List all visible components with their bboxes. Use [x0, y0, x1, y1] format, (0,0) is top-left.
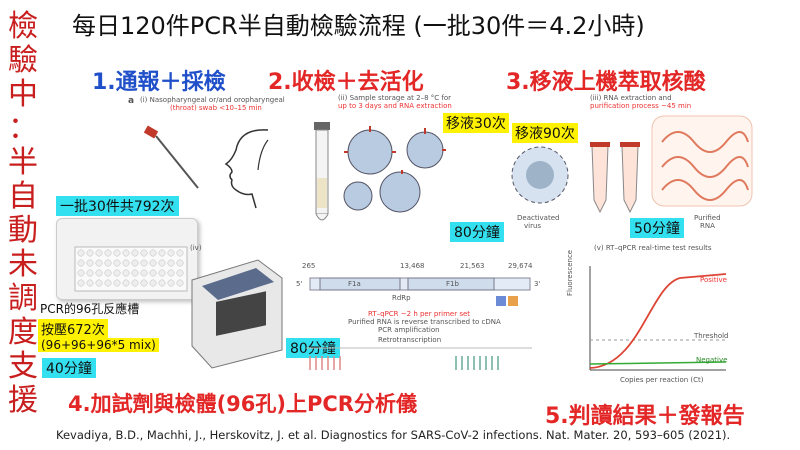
sample-tube-icon	[314, 122, 330, 221]
plot-y-label: Fluorescence	[566, 249, 574, 296]
caption-extraction: (iii) RNA extraction and	[590, 94, 672, 102]
rt-qpcr-caption: RT–qPCR ~2 h per primer set	[368, 310, 471, 318]
time-50-badge: 50分鐘	[630, 218, 684, 238]
pipette-90-badge: 移液90次	[512, 123, 578, 143]
plot-positive-label: Positive	[700, 276, 727, 284]
plot-negative-label: Negative	[696, 356, 728, 364]
caption-purified: Purified	[694, 214, 721, 222]
plate-wells-graphic	[74, 246, 188, 292]
caption-storage-2: up to 3 days and RNA extraction	[338, 102, 452, 110]
caption-swab-time: (throat) swab <10–15 min	[170, 104, 262, 112]
swab-icon	[143, 125, 199, 189]
genome-5prime: 5'	[296, 280, 303, 288]
pipette-30-badge: 移液30次	[443, 113, 509, 133]
pipette-formula-badge: (96+96+96*5 mix)	[38, 338, 159, 352]
swab-head-illustration	[143, 125, 269, 209]
time-80-badge-a: 80分鐘	[450, 222, 504, 242]
plot-threshold-label: Threshold	[694, 332, 729, 340]
batch-total-badge: 一批30件共792次	[56, 196, 179, 216]
genome-rdrp: RdRp	[392, 294, 411, 302]
left-vertical-char: 度	[8, 315, 38, 350]
left-vertical-char: 檢	[8, 9, 38, 44]
rt-caption-3: PCR amplification	[378, 326, 440, 334]
page-title: 每日120件PCR半自動檢驗流程 (一批30件＝4.2小時)	[72, 12, 645, 40]
deactivated-virus-illustration	[511, 146, 569, 204]
left-vertical-char: 動	[8, 213, 38, 248]
left-vertical-char: ：	[8, 111, 38, 146]
left-vertical-char: 調	[8, 281, 38, 316]
left-vertical-caption: 檢驗中：半自動未調度支援	[4, 10, 42, 418]
caption-swab: (i) Nasopharyngeal or/and oropharyngeal	[140, 96, 285, 104]
genome-3prime: 3'	[534, 280, 541, 288]
pcr-instrument-illustration	[191, 259, 283, 369]
head-silhouette	[224, 129, 269, 209]
step-2-heading: 2.收檢＋去活化	[268, 70, 424, 95]
left-vertical-char: 援	[8, 383, 38, 418]
pcr-96-well-plate	[56, 218, 198, 300]
extraction-tubes-icon	[590, 142, 640, 214]
rt-caption-2: Purified RNA is reverse transcribed to c…	[348, 318, 501, 326]
virus-cluster-illustration	[343, 126, 446, 213]
fig-panel-label: a	[128, 96, 135, 106]
left-vertical-char: 自	[8, 179, 38, 214]
caption-deactivated: Deactivated	[517, 214, 560, 222]
rt-qpcr-result-plot	[589, 266, 727, 371]
step-3-heading: 3.移液上機萃取核酸	[506, 70, 706, 95]
citation: Kevadiya, B.D., Machhi, J., Herskovitz, …	[56, 428, 731, 442]
genome-pos-265: 265	[302, 262, 316, 270]
rt-qpcr-genome-panel: 265 13,468 21,563 29,674 5' 3' F1a F1b R…	[296, 260, 544, 380]
step-5-heading: 5.判讀結果＋發報告	[545, 404, 745, 429]
step-4-heading: 4.加試劑與檢體(96孔)上PCR分析儀	[68, 392, 417, 416]
genome-pos-29674: 29,674	[508, 262, 533, 270]
left-vertical-char: 半	[8, 145, 38, 180]
left-vertical-char: 中	[8, 77, 38, 112]
pcr-96-well-note: PCR的96孔反應槽	[40, 302, 140, 316]
genome-pos-13468: 13,468	[400, 262, 425, 270]
step-1-heading: 1.通報＋採檢	[92, 70, 226, 95]
caption-rna: RNA	[700, 222, 715, 230]
plot-x-label: Copies per reaction (Ct)	[620, 376, 704, 384]
genome-f1a: F1a	[348, 280, 361, 288]
caption-extraction-2: purification process ~45 min	[590, 102, 692, 110]
rt-caption-4: Retrotranscription	[378, 336, 442, 344]
genome-f1b: F1b	[446, 280, 459, 288]
left-vertical-char: 支	[8, 349, 38, 384]
time-40-badge: 40分鐘	[42, 358, 96, 378]
caption-iv: (iv)	[190, 244, 202, 252]
caption-virus: virus	[524, 222, 542, 230]
left-vertical-char: 驗	[8, 43, 38, 78]
genome-pos-21563: 21,563	[460, 262, 485, 270]
left-vertical-char: 未	[8, 247, 38, 282]
purified-rna-illustration	[651, 115, 753, 207]
press-672-badge: 按壓672次	[38, 319, 108, 338]
caption-storage: (ii) Sample storage at 2–8 °C for	[338, 94, 451, 102]
caption-v: (v) RT–qPCR real-time test results	[594, 244, 712, 252]
